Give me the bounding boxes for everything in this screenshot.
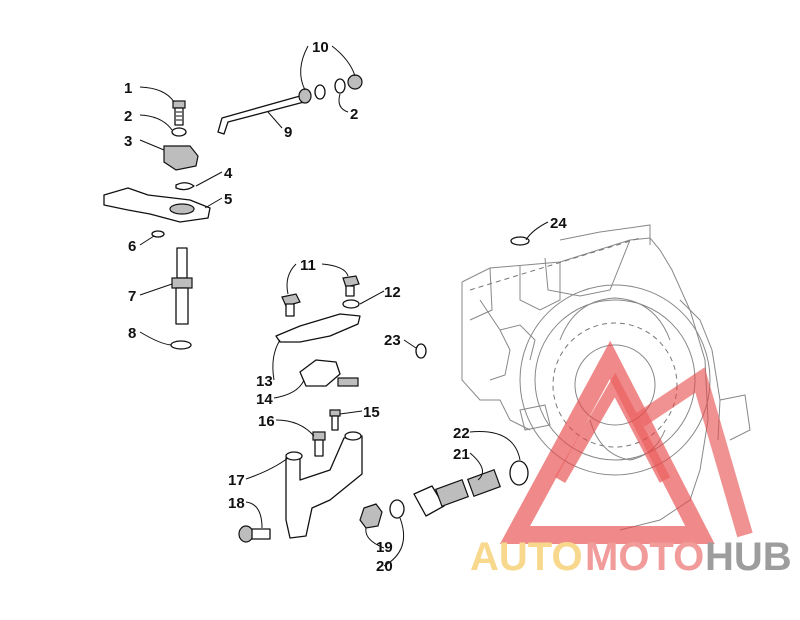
callout-16: 16 <box>258 413 275 430</box>
part-22-seal <box>509 460 529 486</box>
part-3-block <box>163 145 199 171</box>
part-13-plate <box>275 313 361 343</box>
part-6-eclip <box>151 230 165 238</box>
watermark-auto-text: AUTO <box>470 535 583 579</box>
callout-8: 8 <box>128 325 136 342</box>
callout-7: 7 <box>128 288 136 305</box>
callout-17: 17 <box>228 472 245 489</box>
part-11-bolts <box>281 275 360 317</box>
part-4-clip <box>175 182 195 191</box>
part-18-bolt <box>238 525 271 543</box>
part-16-bolt <box>312 431 326 457</box>
part-8-washer <box>170 340 192 350</box>
callout-2b: 2 <box>350 106 358 123</box>
callout-19: 19 <box>376 539 393 556</box>
watermark-moto-text: MOTO <box>585 535 704 579</box>
watermark-hub-text: HUB <box>705 535 792 579</box>
part-21-shaft-assembly <box>413 468 502 517</box>
callout-15: 15 <box>363 404 380 421</box>
callout-12: 12 <box>384 284 401 301</box>
callout-5: 5 <box>224 191 232 208</box>
callout-14: 14 <box>256 391 273 408</box>
callout-9: 9 <box>284 124 292 141</box>
callout-labels: 1 2 3 4 5 6 7 8 9 10 2 11 12 13 14 15 16… <box>124 39 567 575</box>
automotohub-logo: AUTO MOTO HUB <box>470 340 792 579</box>
part-20-washer <box>389 499 405 519</box>
part-14-bracket <box>299 359 359 387</box>
engine-case-illustration <box>461 224 751 531</box>
part-19-nut <box>359 503 383 529</box>
callout-22: 22 <box>453 425 470 442</box>
callout-10: 10 <box>312 39 329 56</box>
part-17-bracket <box>285 431 363 539</box>
callout-18: 18 <box>228 495 245 512</box>
callout-3: 3 <box>124 133 132 150</box>
callout-20: 20 <box>376 558 393 575</box>
part-15-bolt <box>329 409 341 431</box>
part-1-bolt <box>172 100 186 126</box>
leader-lines <box>139 45 549 567</box>
part-12-washer <box>342 299 360 309</box>
callout-4: 4 <box>224 165 233 182</box>
callout-11: 11 <box>300 257 316 274</box>
logo-triangle-outer <box>499 340 715 544</box>
part-7-shaft <box>171 247 193 325</box>
callout-6: 6 <box>128 238 136 255</box>
callout-24: 24 <box>550 215 567 232</box>
part-10-nuts <box>298 74 363 104</box>
callout-13: 13 <box>256 373 273 390</box>
logo-g-mark <box>635 367 753 538</box>
callout-23: 23 <box>384 332 401 349</box>
part-2-washer <box>171 127 187 137</box>
logo-triangle-inner <box>554 372 671 484</box>
part-24-washer <box>510 236 530 246</box>
part-23-washer <box>415 343 427 359</box>
callout-2: 2 <box>124 108 132 125</box>
part-5-lever-plate <box>103 187 211 223</box>
callout-1: 1 <box>124 80 132 97</box>
callout-21: 21 <box>453 446 470 463</box>
